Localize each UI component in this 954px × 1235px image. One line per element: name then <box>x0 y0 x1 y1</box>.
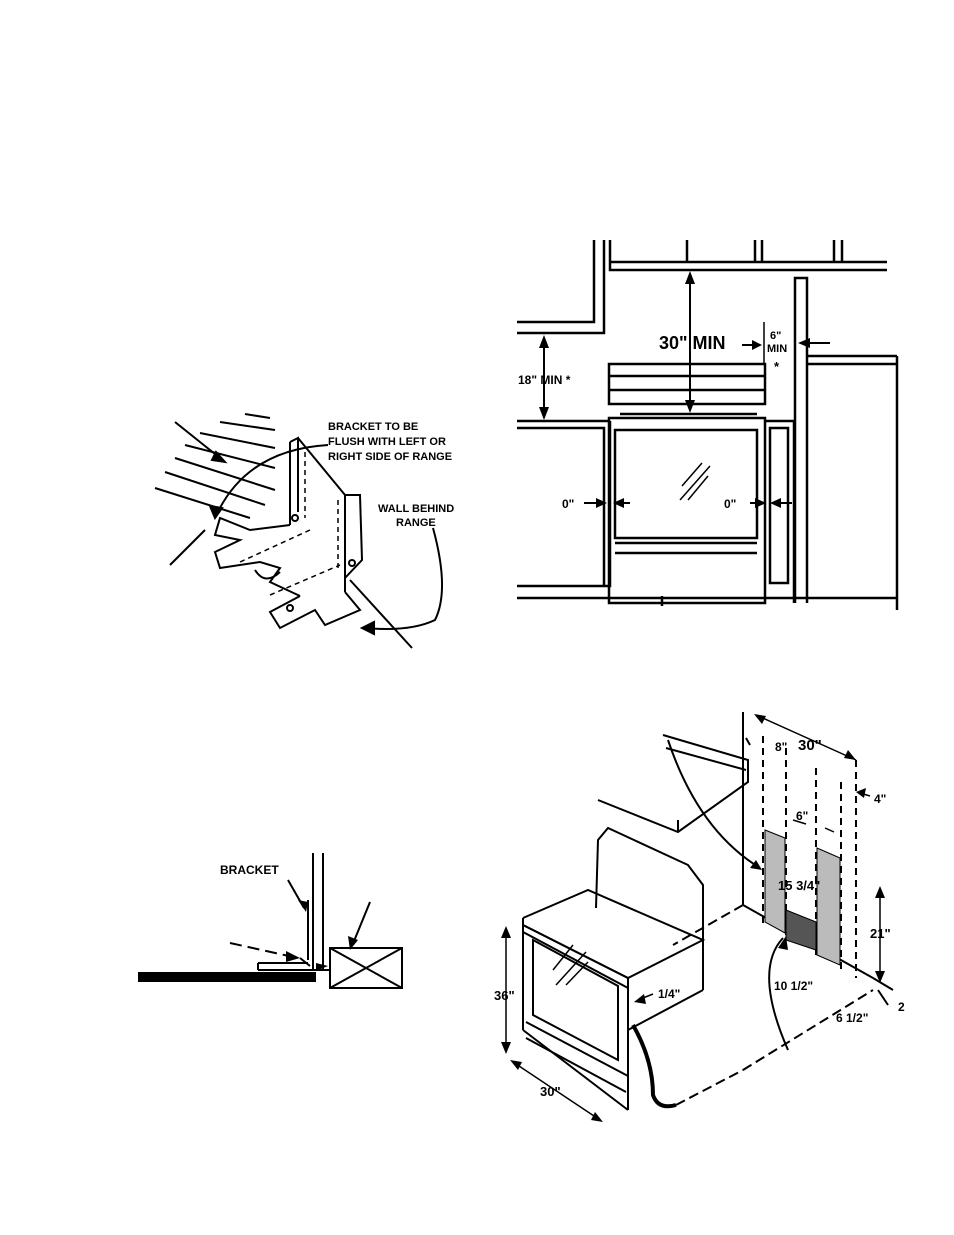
dim-width-top: 30" <box>798 737 822 754</box>
clearance-drawing: 30" MIN 6" MIN * 18" MIN * 0" 0" <box>512 238 907 610</box>
bracket-drawing: BRACKET TO BE FLUSH WITH LEFT OR RIGHT S… <box>150 400 470 650</box>
bracket-label: BRACKET <box>220 863 279 877</box>
dim-6-1-2: 6 1/2" <box>836 1011 868 1025</box>
side-clearance-top: 6" <box>770 330 781 342</box>
dim-width-30: 30" <box>540 1084 561 1099</box>
side-clearance-star: * <box>774 359 780 374</box>
bracket-figure: BRACKET TO BE FLUSH WITH LEFT OR RIGHT S… <box>150 400 470 650</box>
clearance-figure: 30" MIN 6" MIN * 18" MIN * 0" 0" <box>512 238 907 610</box>
bracket-note-line2: FLUSH WITH LEFT OR <box>328 436 446 448</box>
floor-bracket-drawing: BRACKET <box>138 848 418 993</box>
range-dimension-figure: 30" 8" 6" 4" 15 3/4" 21" 10 1/2" 6 1/2" … <box>488 700 918 1130</box>
floor-strip <box>138 972 316 982</box>
dim-6: 6" <box>796 809 808 823</box>
dim-2: 2 <box>898 1000 905 1014</box>
side-clearance-min: MIN <box>767 343 787 355</box>
floor-bracket-figure: BRACKET <box>138 848 418 993</box>
wall-note-line1: WALL BEHIND <box>378 503 454 515</box>
wall-note-line2: RANGE <box>396 517 436 529</box>
zero-right-label: 0" <box>724 497 736 511</box>
dim-4: 4" <box>874 792 886 806</box>
dim-15-3-4: 15 3/4" <box>778 878 820 893</box>
dim-21: 21" <box>870 926 891 941</box>
dim-8: 8" <box>775 740 787 754</box>
bracket-note-line1: BRACKET TO BE <box>328 421 418 433</box>
left-clearance-label: 18" MIN * <box>518 373 571 387</box>
top-clearance-label: 30" MIN <box>659 333 726 353</box>
dim-quarter: 1/4" <box>658 987 680 1001</box>
dim-height-36: 36" <box>494 988 515 1003</box>
zero-left-label: 0" <box>562 497 574 511</box>
bracket-note-line3: RIGHT SIDE OF RANGE <box>328 451 452 463</box>
range-dimension-drawing: 30" 8" 6" 4" 15 3/4" 21" 10 1/2" 6 1/2" … <box>488 700 918 1130</box>
dim-10-1-2: 10 1/2" <box>774 979 813 993</box>
